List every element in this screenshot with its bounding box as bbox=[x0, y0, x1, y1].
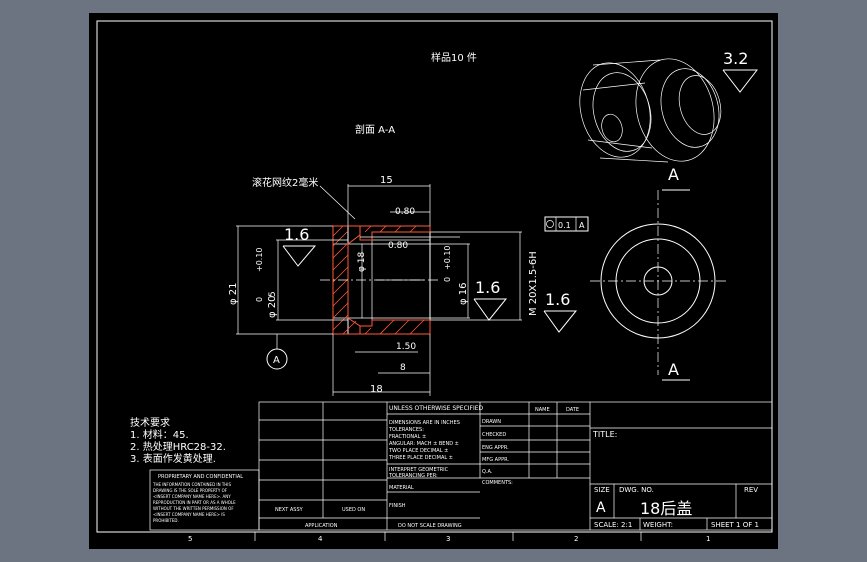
svg-text:Q.A.: Q.A. bbox=[482, 469, 493, 475]
section-arrow-bottom: A bbox=[668, 360, 679, 379]
tb-application: APPLICATION bbox=[305, 523, 338, 529]
roughness-label-main: 3.2 bbox=[723, 49, 748, 68]
svg-text:DIMENSIONS ARE IN INCHES: DIMENSIONS ARE IN INCHES bbox=[389, 420, 460, 426]
section-view bbox=[320, 225, 440, 335]
svg-text:CHECKED: CHECKED bbox=[482, 432, 506, 438]
dim-dia16: φ 16 bbox=[458, 283, 469, 306]
datum-label: A bbox=[273, 355, 280, 366]
tb-date: DATE bbox=[566, 407, 579, 413]
tol-plus-b: +0.10 bbox=[443, 245, 452, 270]
tol-zero-b: 0 bbox=[443, 277, 452, 282]
svg-text:ANGULAR: MACH ± BEND ±: ANGULAR: MACH ± BEND ± bbox=[389, 441, 459, 447]
dim-080-inner: 0.80 bbox=[388, 241, 408, 251]
tol-plus-a: +0.10 bbox=[255, 247, 264, 272]
zone-2: 2 bbox=[574, 535, 578, 543]
gdt-datum: A bbox=[579, 221, 585, 230]
svg-text:THE INFORMATION CONTAINED IN T: THE INFORMATION CONTAINED IN THIS bbox=[152, 482, 231, 487]
tol-zero-a: 0 bbox=[255, 297, 264, 302]
tech-item-3: 3. 表面作发黄处理. bbox=[130, 452, 216, 465]
dimensions bbox=[236, 184, 522, 396]
dim-080-top: 0.80 bbox=[395, 207, 415, 217]
svg-text:WITHOUT THE WRITTEN PERMISSION: WITHOUT THE WRITTEN PERMISSION OF bbox=[153, 506, 234, 511]
tb-size-value: A bbox=[596, 500, 606, 516]
svg-text:ENG APPR.: ENG APPR. bbox=[482, 445, 509, 451]
svg-text:<INSERT COMPANY NAME HERE> IS: <INSERT COMPANY NAME HERE> IS bbox=[153, 512, 225, 517]
section-arrow-top: A bbox=[668, 165, 679, 184]
tb-sheet: SHEET 1 OF 1 bbox=[711, 521, 759, 529]
dim-dia18: φ 18 bbox=[357, 251, 367, 272]
dim-18: 18 bbox=[370, 384, 383, 395]
dim-8: 8 bbox=[400, 363, 406, 373]
tech-item-2: 2. 热处理HRC28-32. bbox=[130, 440, 226, 453]
svg-text:TWO PLACE DECIMAL ±: TWO PLACE DECIMAL ± bbox=[388, 448, 448, 454]
tech-item-1: 1. 材料：45. bbox=[130, 428, 189, 441]
tb-scale: SCALE: 2:1 bbox=[594, 521, 632, 529]
zone-4: 4 bbox=[318, 535, 323, 543]
tb-name: NAME bbox=[535, 407, 550, 413]
section-label: 剖面 A-A bbox=[355, 123, 395, 136]
tb-used-on: USED ON bbox=[342, 507, 365, 513]
isometric-view bbox=[579, 58, 722, 163]
svg-text:MFG APPR.: MFG APPR. bbox=[482, 457, 509, 463]
end-view bbox=[590, 189, 726, 381]
tb-dwg-value: 18后盖 bbox=[640, 499, 692, 518]
roughness-2: 1.6 bbox=[475, 278, 500, 297]
zone-3: 3 bbox=[446, 535, 450, 543]
title-block bbox=[149, 401, 773, 531]
knurl-note: 滚花网纹2毫米 bbox=[252, 176, 318, 189]
tb-do-not-scale: DO NOT SCALE DRAWING bbox=[398, 523, 462, 529]
tb-comments: COMMENTS: bbox=[482, 480, 513, 486]
tech-title: 技术要求 bbox=[130, 416, 170, 429]
tb-next-assy: NEXT ASSY bbox=[275, 507, 304, 513]
dim-15: 15 bbox=[380, 175, 393, 186]
svg-text:TOLERANCES:: TOLERANCES: bbox=[388, 427, 424, 433]
svg-text:DRAWN: DRAWN bbox=[482, 419, 501, 425]
svg-text:TOLERANCING PER:: TOLERANCING PER: bbox=[388, 473, 438, 479]
gdt-frame bbox=[544, 216, 589, 232]
tb-proprietary-title: PROPRIETARY AND CONFIDENTIAL bbox=[158, 474, 243, 480]
tb-size-label: SIZE bbox=[594, 486, 610, 494]
tb-finish: FINISH bbox=[389, 503, 406, 509]
zone-5: 5 bbox=[188, 535, 192, 543]
zone-1: 1 bbox=[706, 535, 710, 543]
gdt-value: 0.1 bbox=[558, 221, 571, 230]
dim-thread: M 20X1.5-6H bbox=[528, 251, 539, 316]
tb-title-label: TITLE: bbox=[592, 430, 617, 439]
dim-dia52: 5 bbox=[268, 291, 278, 297]
roughness-symbol-main bbox=[722, 69, 759, 93]
dim-dia21: φ 21 bbox=[228, 283, 239, 306]
roughness-3: 1.6 bbox=[545, 290, 570, 309]
dim-dia20: φ 20 bbox=[267, 296, 278, 319]
sample-note: 样品10 件 bbox=[431, 51, 477, 64]
svg-text:REPRODUCTION IN PART OR AS A W: REPRODUCTION IN PART OR AS A WHOLE bbox=[153, 500, 236, 505]
tb-unless: UNLESS OTHERWISE SPECIFIED bbox=[389, 405, 484, 412]
svg-text:FRACTIONAL ±: FRACTIONAL ± bbox=[389, 434, 426, 440]
svg-text:PROHIBITED.: PROHIBITED. bbox=[153, 518, 179, 523]
svg-text:INTERPRET GEOMETRIC: INTERPRET GEOMETRIC bbox=[389, 467, 449, 473]
svg-text:THREE PLACE DECIMAL ±: THREE PLACE DECIMAL ± bbox=[388, 455, 453, 461]
svg-text:<INSERT COMPANY NAME HERE>. A: <INSERT COMPANY NAME HERE>. ANY bbox=[153, 494, 231, 499]
tb-dwg-label: DWG. NO. bbox=[619, 486, 654, 494]
tb-rev-label: REV bbox=[744, 486, 758, 494]
tb-material: MATERIAL bbox=[389, 485, 414, 491]
tb-weight: WEIGHT: bbox=[643, 521, 673, 529]
roughness-1: 1.6 bbox=[284, 225, 309, 244]
dim-150: 1.50 bbox=[396, 342, 416, 352]
svg-text:DRAWING IS THE SOLE PROPERTY O: DRAWING IS THE SOLE PROPERTY OF bbox=[153, 488, 228, 493]
